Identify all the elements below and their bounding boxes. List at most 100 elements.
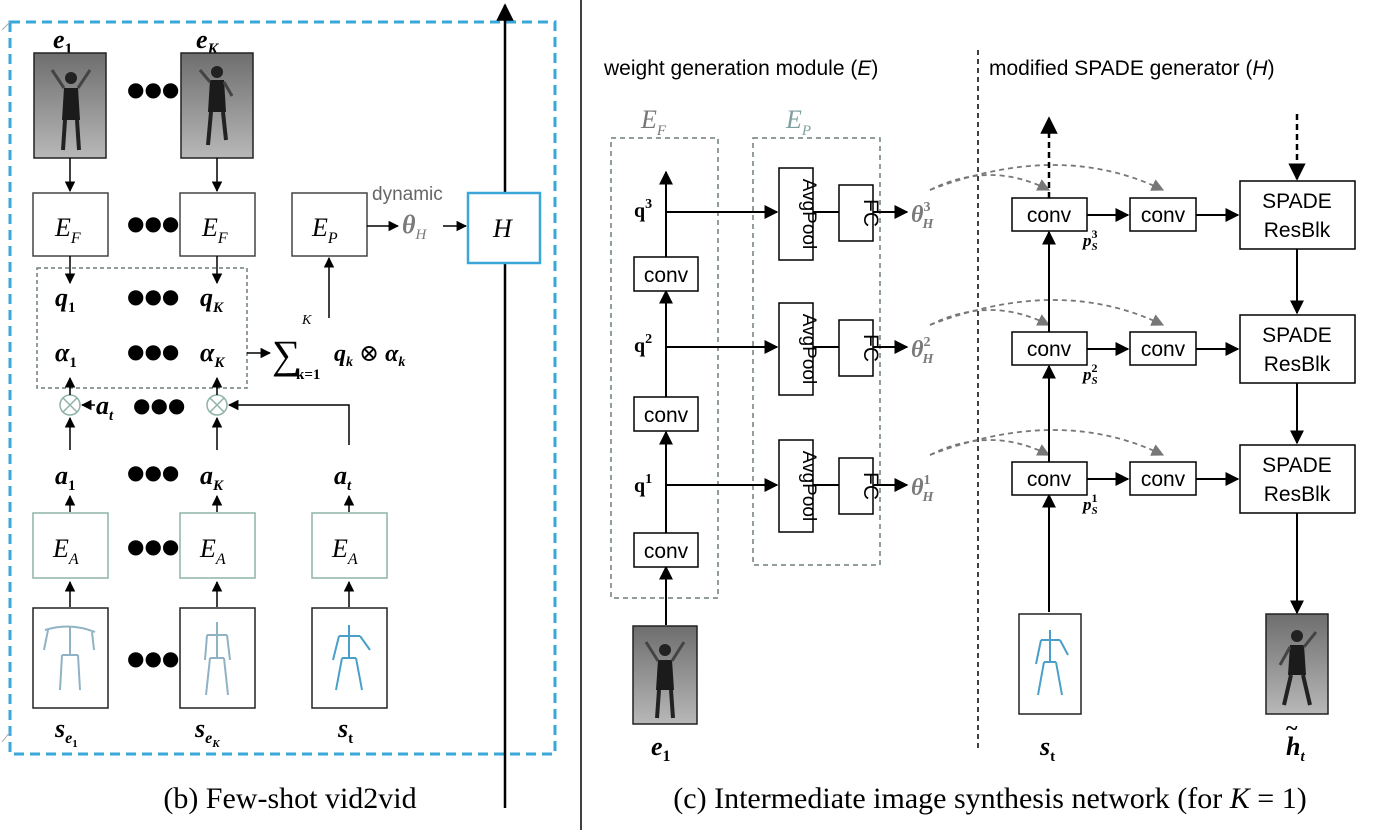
left-panel: e1 eK ●●● EF EF ●●● EP dynamic	[1, 3, 557, 815]
ep-row-3: AvgPool FC	[778, 167, 909, 261]
svg-text:FC: FC	[859, 472, 882, 500]
label-alpha1: α1	[55, 338, 77, 371]
label-seK: seK	[194, 714, 220, 750]
input-photo-e1	[632, 625, 698, 725]
ep-box	[291, 192, 368, 257]
h-conv-left-1	[1011, 461, 1088, 496]
ef-conv-1-label: conv	[644, 540, 689, 563]
h-conv-left-2-label: conv	[1027, 338, 1072, 361]
arrow-at-otimesK	[227, 399, 350, 445]
spade-resblk-2: SPADE ResBlk	[1239, 314, 1356, 384]
ep-row-2: AvgPool FC	[778, 302, 909, 396]
pose-image-eK	[179, 607, 256, 709]
ef-conv-3-label: conv	[644, 264, 689, 287]
ef-label-1: EF	[54, 213, 81, 247]
ef-box-K	[179, 192, 256, 257]
svg-text:FC: FC	[859, 199, 882, 227]
theta-to-conv-1b	[929, 429, 1165, 456]
ef-region	[610, 137, 719, 599]
ef-conv-2	[633, 396, 699, 432]
dots-q: ●●●	[127, 284, 179, 308]
theta-to-conv-3a	[929, 174, 1051, 191]
ef-conv-2-label: conv	[644, 404, 689, 427]
label-q3: q3	[634, 197, 652, 222]
ea-label-t: EA	[331, 534, 358, 568]
otimes-K	[206, 394, 228, 416]
spade-resblk-3: SPADE ResBlk	[1239, 180, 1356, 250]
theta-to-conv-2b	[929, 299, 1165, 326]
label-at-otimes: at	[96, 391, 114, 424]
reference-photo-e1	[33, 52, 107, 159]
svg-text:SPADE: SPADE	[1262, 190, 1332, 213]
otimes-1	[59, 394, 81, 416]
ea-box-K	[179, 512, 256, 579]
h-box	[466, 191, 542, 265]
ef-conv-3	[633, 256, 699, 292]
h-conv-right-1-label: conv	[1141, 468, 1186, 491]
label-alphaK: αK	[200, 338, 225, 371]
svg-text:SPADE: SPADE	[1262, 454, 1332, 477]
output-photo-ht	[1265, 613, 1329, 715]
caption-left: (b) Few-shot vid2vid	[163, 782, 416, 815]
dots-otimes: ●●●	[133, 393, 185, 417]
label-at: at	[334, 461, 352, 494]
theta-to-conv-2a	[929, 309, 1051, 326]
h-conv-right-3-label: conv	[1141, 204, 1186, 227]
ep-region	[752, 137, 881, 566]
h-conv-right-3	[1129, 197, 1197, 232]
label-aK: aK	[200, 461, 224, 494]
h-conv-left-3-label: conv	[1027, 204, 1072, 227]
label-e1-right: e1	[651, 732, 671, 765]
svg-text:AvgPool: AvgPool	[798, 179, 819, 249]
ef-conv-1	[633, 532, 699, 568]
label-q1: q1	[55, 283, 76, 316]
ef-label-K: EF	[201, 213, 228, 247]
ef-region-label: EF	[640, 105, 667, 139]
q-alpha-region	[36, 267, 248, 389]
label-st-left: st	[337, 714, 353, 747]
label-st-right: st	[1039, 732, 1055, 765]
ep-label: EP	[311, 213, 338, 247]
theta-h-label: θH	[402, 210, 428, 243]
theta-to-conv-3b	[929, 164, 1165, 191]
label-q2: q2	[634, 332, 652, 357]
label-q1-right: q1	[634, 472, 652, 497]
label-a1: a1	[55, 461, 76, 494]
pose-image-st	[311, 607, 388, 709]
sum-term: qk⊗αk	[334, 341, 405, 370]
ef-box-1	[32, 192, 109, 257]
dynamic-label: dynamic	[372, 184, 443, 205]
few-shot-frame	[8, 20, 557, 756]
dots-alpha: ●●●	[127, 339, 179, 363]
dots-ea: ●●●	[127, 534, 179, 558]
caption-right: (c) Intermediate image synthesis network…	[673, 782, 1306, 815]
sum-lower: k=1	[296, 367, 320, 383]
svg-text:ResBlk: ResBlk	[1264, 219, 1331, 242]
h-conv-left-2	[1011, 331, 1088, 366]
svg-text:SPADE: SPADE	[1262, 324, 1332, 347]
svg-text:ResBlk: ResBlk	[1264, 353, 1331, 376]
reference-photo-eK	[180, 52, 254, 159]
h-conv-left-1-label: conv	[1027, 468, 1072, 491]
ea-box-t	[311, 512, 388, 579]
header-weight-generation: weight generation module (E)	[603, 57, 878, 80]
ep-region-label: EP	[785, 105, 811, 139]
h-conv-right-2-label: conv	[1141, 338, 1186, 361]
ea-box-1	[32, 512, 109, 579]
label-e1: e1	[53, 25, 73, 58]
right-panel: weight generation module (E) modified SP…	[603, 50, 1356, 815]
label-se1: se1	[54, 714, 78, 750]
svg-text:AvgPool: AvgPool	[798, 314, 819, 384]
dots-a: ●●●	[127, 460, 179, 484]
dots-pose: ●●●	[127, 646, 179, 670]
label-ht: ht	[1286, 732, 1305, 765]
dots-photos: ●●●	[127, 77, 179, 101]
theta-to-conv-1a	[929, 439, 1051, 456]
